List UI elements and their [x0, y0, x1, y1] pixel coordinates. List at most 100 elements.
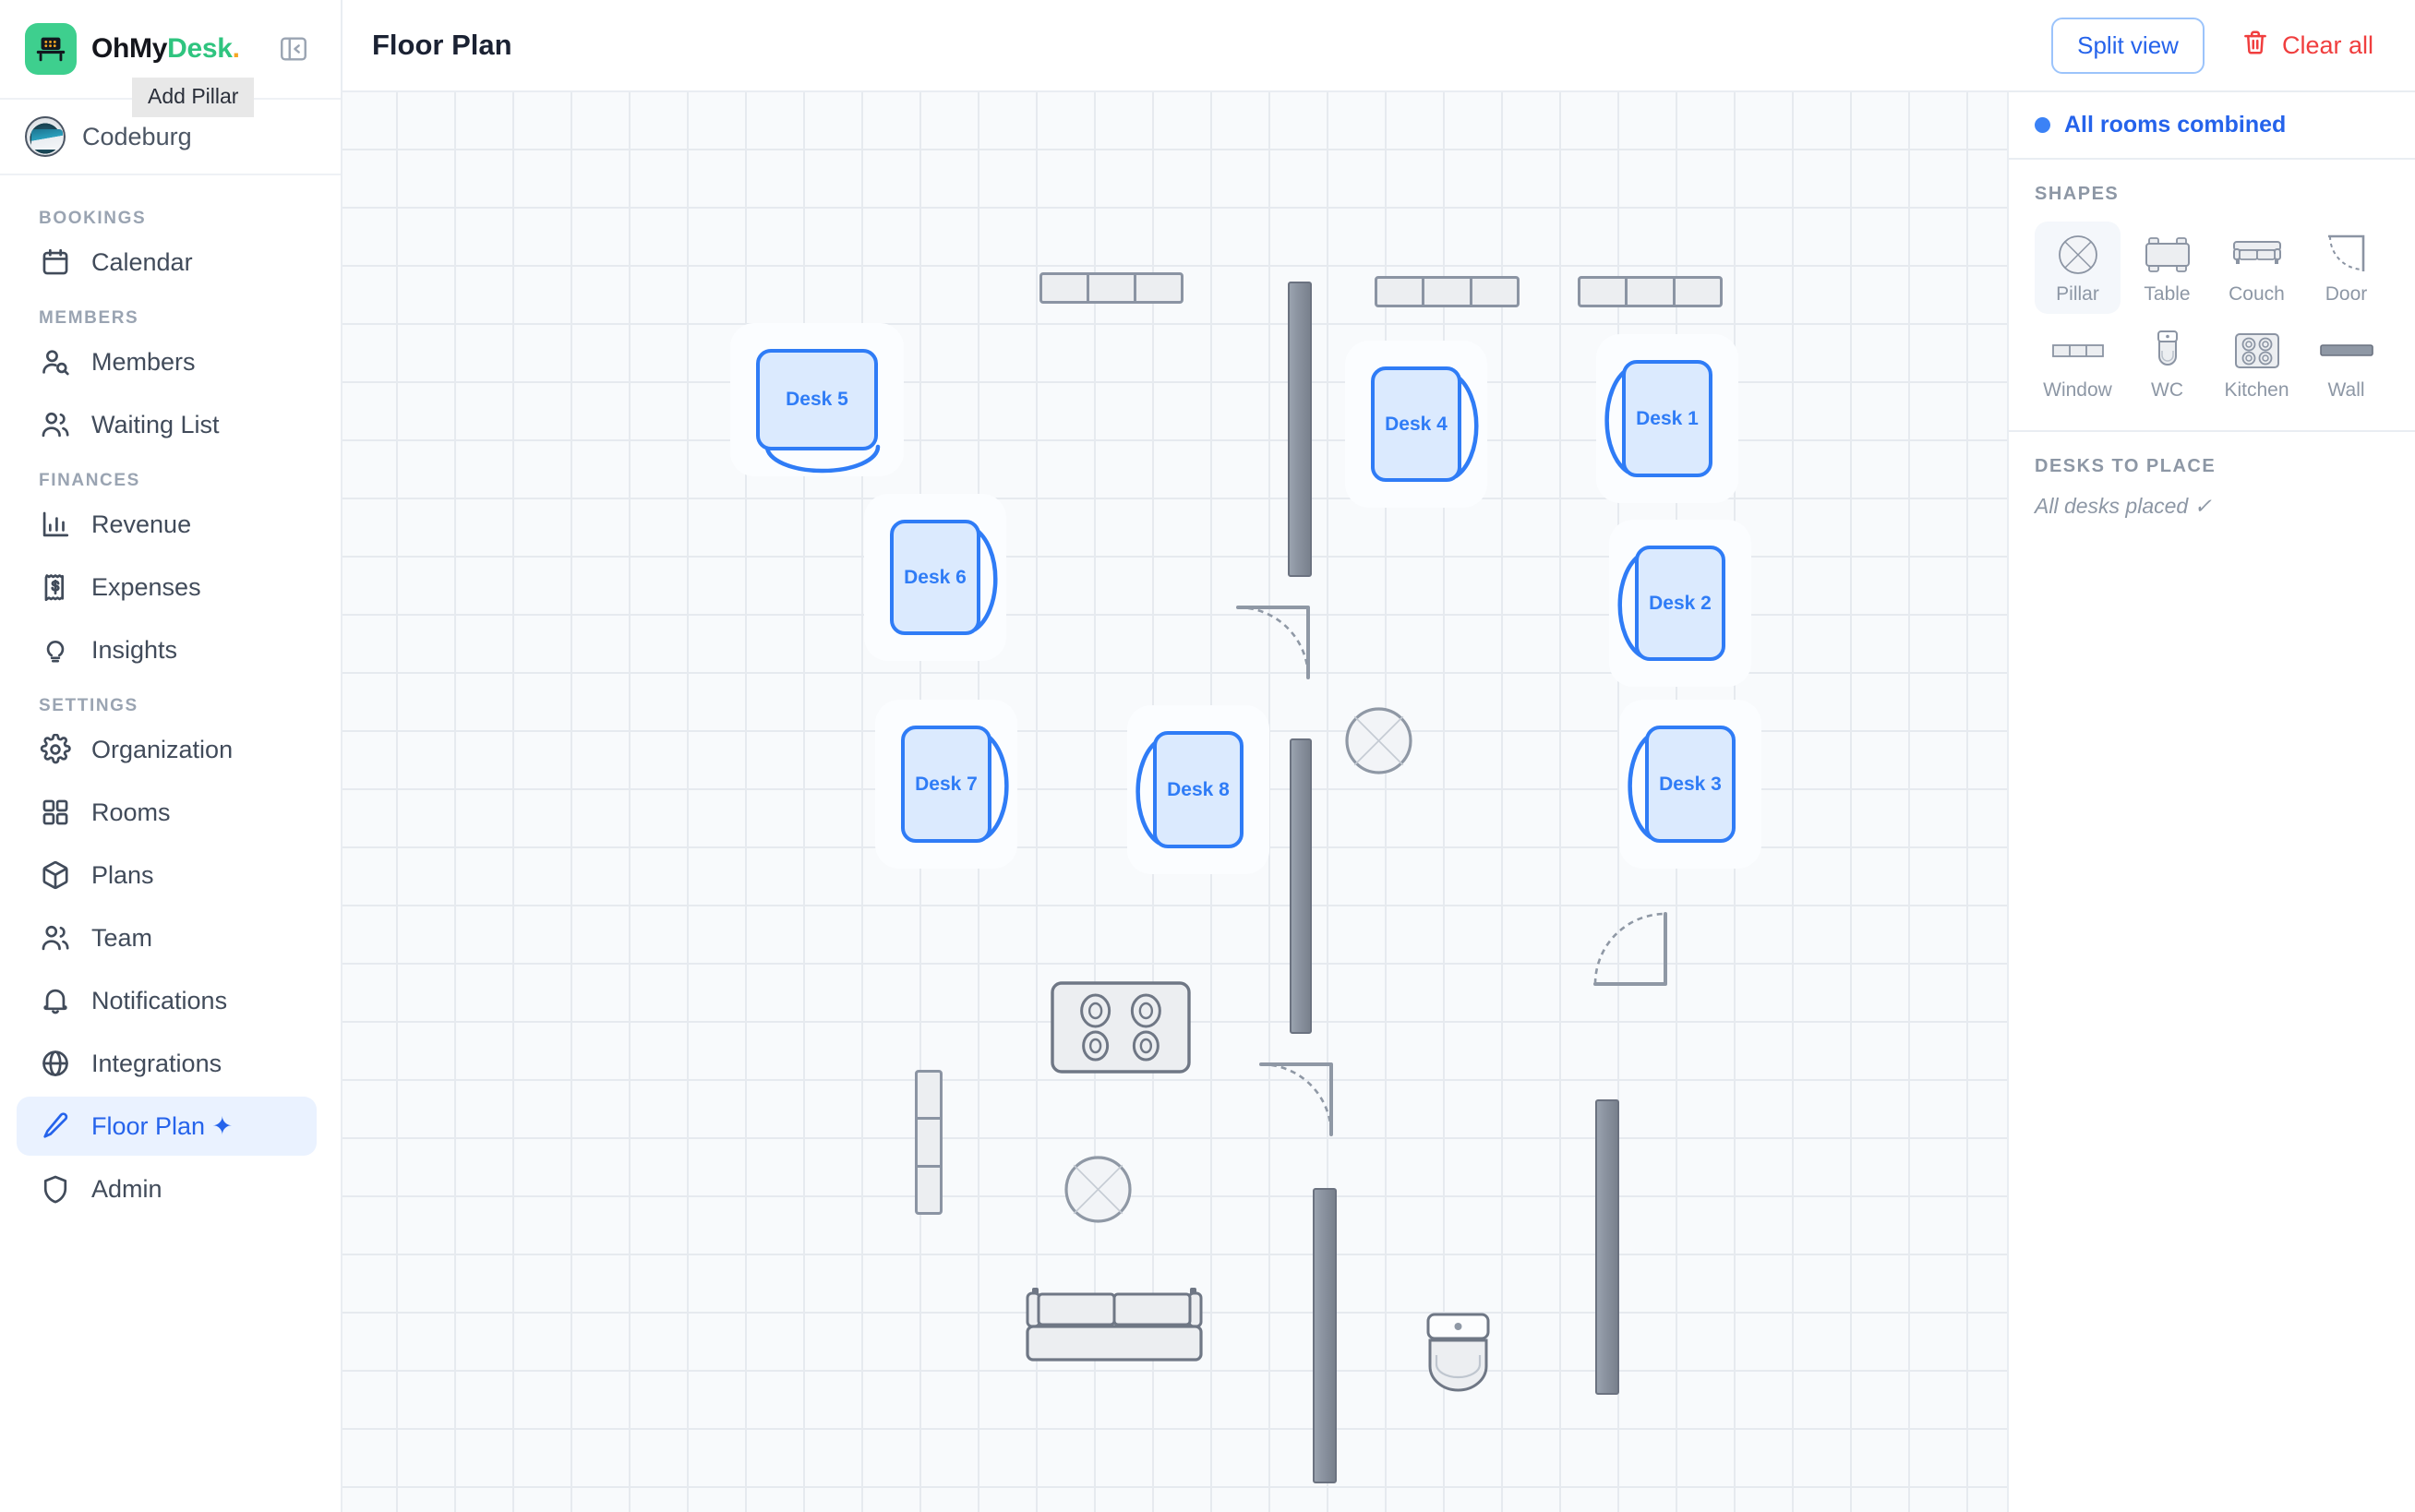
- sidebar-item-integrations[interactable]: Integrations: [17, 1034, 317, 1093]
- clear-all-button[interactable]: Clear all: [2232, 23, 2383, 68]
- sidebar-item-label: Plans: [91, 860, 154, 889]
- sidebar-item-insights[interactable]: Insights: [17, 620, 317, 679]
- wall-shape[interactable]: [1595, 1099, 1619, 1395]
- shape-tool-window[interactable]: Window: [2035, 318, 2121, 410]
- sidebar-item-admin[interactable]: Admin: [17, 1159, 317, 1218]
- window-pane: [1136, 275, 1181, 301]
- shape-tool-label: Couch: [2229, 283, 2285, 305]
- shape-tool-couch[interactable]: Couch: [2214, 222, 2300, 314]
- window-pane: [1042, 275, 1089, 301]
- desk-label: Desk 5: [786, 389, 848, 410]
- split-view-button[interactable]: Split view: [2051, 17, 2205, 74]
- window-pane: [918, 1120, 940, 1168]
- window-icon: [2051, 327, 2105, 375]
- desk-label: Desk 3: [1659, 773, 1722, 795]
- app-logo-icon: [25, 23, 77, 75]
- desks-heading: DESKS TO PLACE: [2035, 456, 2217, 476]
- window-shape[interactable]: [1375, 276, 1520, 307]
- desk-shape[interactable]: Desk 8: [1153, 731, 1244, 848]
- users-icon: [40, 409, 71, 440]
- pencil-icon: [40, 1110, 71, 1142]
- window-pane: [918, 1073, 940, 1121]
- pillar-shape[interactable]: [1063, 1155, 1133, 1224]
- shape-tool-table[interactable]: Table: [2124, 222, 2210, 314]
- wall-shape[interactable]: [1290, 738, 1312, 1034]
- sidebar-item-floor-plan[interactable]: Floor Plan ✦: [17, 1097, 317, 1156]
- sidebar-item-revenue[interactable]: Revenue: [17, 495, 317, 554]
- desk-chair-icon: [1453, 370, 1479, 490]
- desk-chair-icon: [762, 444, 883, 477]
- kitchen-shape[interactable]: [1051, 981, 1191, 1074]
- sidebar-group-label: BOOKINGS: [39, 209, 147, 228]
- sidebar-item-label: Integrations: [91, 1049, 222, 1077]
- desks-empty-message: All desks placed ✓: [2035, 494, 2212, 518]
- receipt-dollar-icon: [40, 571, 71, 603]
- window-pane: [918, 1168, 940, 1212]
- shape-tool-label: Table: [2144, 283, 2191, 305]
- window-shape[interactable]: [1039, 272, 1183, 304]
- shape-tool-wall[interactable]: Wall: [2303, 318, 2389, 410]
- panel-collapse-icon[interactable]: [274, 30, 313, 68]
- window-shape[interactable]: [1578, 276, 1723, 307]
- sidebar-item-calendar[interactable]: Calendar: [17, 233, 317, 292]
- desk-label: Desk 2: [1649, 592, 1712, 614]
- desk-chair-icon: [1617, 549, 1643, 669]
- sidebar-item-plans[interactable]: Plans: [17, 846, 317, 905]
- sidebar-item-label: Floor Plan ✦: [91, 1111, 234, 1140]
- wall-shape[interactable]: [1288, 282, 1312, 577]
- desk-shape[interactable]: Desk 2: [1635, 546, 1725, 661]
- sidebar-item-expenses[interactable]: Expenses: [17, 558, 317, 617]
- shape-tool-wc[interactable]: WC: [2124, 318, 2210, 410]
- sidebar-item-label: Waiting List: [91, 410, 220, 438]
- shape-tool-pillar[interactable]: Pillar: [2035, 222, 2121, 314]
- sidebar-item-notifications[interactable]: Notifications: [17, 971, 317, 1030]
- calendar-icon: [40, 246, 71, 278]
- desk-shape[interactable]: Desk 5: [756, 349, 878, 450]
- desk-label: Desk 4: [1385, 413, 1448, 435]
- pillar-shape[interactable]: [1344, 706, 1413, 775]
- floor-plan-canvas[interactable]: Desk 5 Desk 4 Desk 1 Desk 6 Desk 2 Desk …: [342, 92, 2009, 1512]
- sidebar-item-waiting-list[interactable]: Waiting List: [17, 395, 317, 454]
- sidebar-item-team[interactable]: Team: [17, 908, 317, 967]
- sidebar-item-members[interactable]: Members: [17, 332, 317, 391]
- door-shape[interactable]: [1259, 1062, 1333, 1136]
- sidebar-item-organization[interactable]: Organization: [17, 720, 317, 779]
- add-pillar-tooltip: Add Pillar: [132, 78, 255, 117]
- organization-switcher[interactable]: Codeburg: [0, 100, 341, 175]
- window-shape[interactable]: [915, 1070, 943, 1215]
- sidebar-group-label: MEMBERS: [39, 308, 139, 328]
- shield-icon: [40, 1173, 71, 1205]
- rooms-selector[interactable]: All rooms combined: [2009, 92, 2415, 160]
- page-title: Floor Plan: [372, 29, 512, 61]
- sidebar-group-label: SETTINGS: [39, 696, 138, 715]
- gear-icon: [40, 734, 71, 765]
- desk-shape[interactable]: Desk 6: [890, 520, 980, 635]
- couch-shape[interactable]: [1026, 1286, 1203, 1362]
- clear-all-label: Clear all: [2281, 30, 2373, 59]
- window-pane: [1472, 279, 1517, 305]
- sidebar-item-rooms[interactable]: Rooms: [17, 783, 317, 842]
- shape-tool-kitchen[interactable]: Kitchen: [2214, 318, 2300, 410]
- door-shape[interactable]: [1593, 912, 1667, 986]
- desk-shape[interactable]: Desk 4: [1371, 366, 1461, 482]
- brand-word-2: Desk: [167, 33, 233, 64]
- couch-icon: [2231, 231, 2283, 279]
- top-toolbar: Floor Plan Split view Clear all: [342, 0, 2415, 92]
- desk-shape[interactable]: Desk 3: [1645, 726, 1736, 843]
- door-shape[interactable]: [1236, 606, 1310, 679]
- wall-shape[interactable]: [1313, 1188, 1337, 1483]
- desk-shape[interactable]: Desk 1: [1622, 360, 1712, 477]
- sidebar-group-label: FINANCES: [39, 471, 140, 490]
- desk-shape[interactable]: Desk 7: [901, 726, 991, 843]
- sidebar-item-label: Revenue: [91, 510, 192, 538]
- shape-tool-door[interactable]: Door: [2303, 222, 2389, 314]
- sidebar-item-label: Expenses: [91, 572, 201, 601]
- wc-shape[interactable]: [1424, 1313, 1492, 1400]
- window-pane: [1580, 279, 1628, 305]
